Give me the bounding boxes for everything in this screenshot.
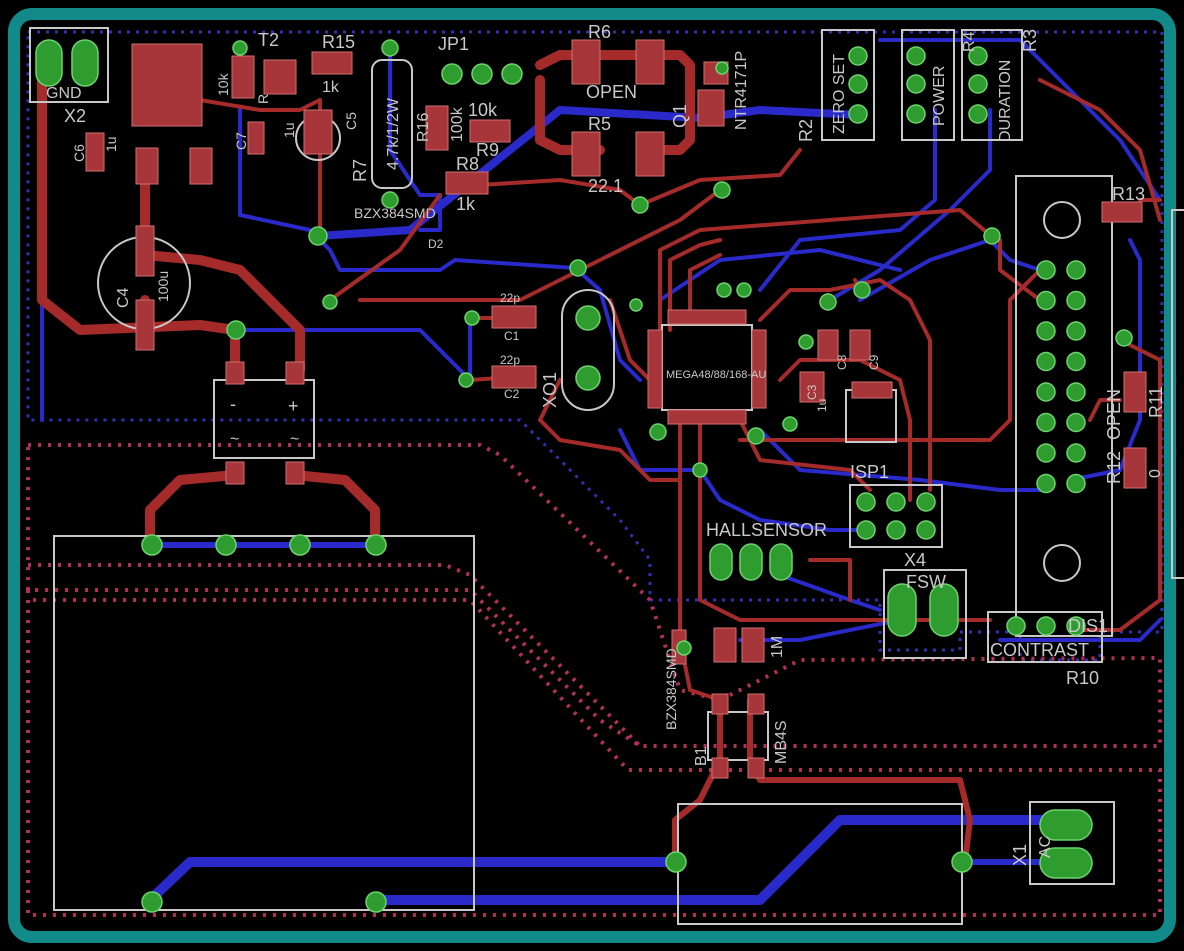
label-x1: X1 xyxy=(1010,844,1030,866)
label-c7: C7 xyxy=(233,132,249,150)
label-c8: C8 xyxy=(835,354,849,370)
label-r9-val: 10k xyxy=(468,100,498,120)
label-hallsensor: HALLSENSOR xyxy=(706,520,827,540)
label-r6-val: OPEN xyxy=(586,82,637,102)
label-tilde2: ~ xyxy=(290,431,299,448)
label-gnd: GND xyxy=(46,85,82,102)
bottom-pour-outline xyxy=(26,30,1164,662)
label-c6-val: 1u xyxy=(103,136,119,152)
label-bzx1: BZX384SMD xyxy=(354,205,436,221)
label-r8: R8 xyxy=(456,154,479,174)
label-c1-val: 22p xyxy=(500,291,520,305)
label-r5: R5 xyxy=(588,114,611,134)
label-r15: R15 xyxy=(322,32,355,52)
label-c2: C2 xyxy=(504,387,520,401)
label-mb4s: MB4S xyxy=(773,720,790,764)
header-pin xyxy=(1066,321,1086,341)
label-ic: MEGA48/88/168-AU xyxy=(666,369,766,381)
label-c7-val: 1u xyxy=(281,122,297,138)
label-c9: C9 xyxy=(867,354,881,370)
label-ntr: NTR4171P xyxy=(733,51,750,130)
label-x2: X2 xyxy=(64,106,86,126)
connector-header xyxy=(1036,260,1086,494)
label-r16: R16 xyxy=(415,113,432,142)
label-r16-val: 100k xyxy=(449,106,466,142)
silk-labels: GND X2 T2 R15 1k JP1 R6 OPEN NTR4171P Q1… xyxy=(46,22,1166,866)
label-c6: C6 xyxy=(71,144,87,162)
header-pin xyxy=(1066,351,1086,372)
label-r7: R7 xyxy=(350,159,370,182)
label-c3: C3 xyxy=(805,384,819,400)
header-pin xyxy=(1066,412,1086,433)
label-ac: AC xyxy=(1037,836,1054,858)
label-r12-val: OPEN xyxy=(1104,389,1124,440)
label-r13: R13 xyxy=(1112,184,1145,204)
label-r12: R12 xyxy=(1104,451,1124,484)
label-c4-val: 100u xyxy=(155,271,171,302)
header-pin xyxy=(1036,412,1056,433)
header-pin xyxy=(1036,260,1056,280)
header-pin xyxy=(1036,351,1056,372)
label-r3: R3 xyxy=(1020,29,1040,52)
label-r6: R6 xyxy=(588,22,611,42)
label-duration: DURATION xyxy=(997,60,1014,142)
label-1m: 1M xyxy=(769,636,786,658)
label-r10: R10 xyxy=(1066,668,1099,688)
header-pin xyxy=(1036,321,1056,341)
header-pin xyxy=(1066,473,1086,494)
label-plus: + xyxy=(288,396,299,416)
label-minus: - xyxy=(230,394,236,414)
label-r11: R11 xyxy=(1146,386,1166,418)
header-pin xyxy=(1066,382,1086,402)
label-c5: C5 xyxy=(343,112,359,130)
label-r9: R9 xyxy=(476,140,499,160)
label-power: POWER xyxy=(931,66,948,126)
pads xyxy=(85,39,1147,779)
header-pin xyxy=(1036,382,1056,402)
label-r1-10k: 10k xyxy=(215,72,231,96)
label-r2: R2 xyxy=(796,119,816,142)
label-b1: B1 xyxy=(693,746,710,766)
header-pin xyxy=(1066,443,1086,463)
header-pin xyxy=(1066,260,1086,280)
label-contrast: CONTRAST xyxy=(990,640,1089,660)
vias xyxy=(35,39,1133,913)
label-isp1: ISP1 xyxy=(850,462,889,482)
label-xo1: XO1 xyxy=(540,372,560,408)
top-pour-outline xyxy=(26,443,1162,917)
label-fsw: FSW xyxy=(906,572,946,592)
header-pin xyxy=(1036,290,1056,311)
label-c1: C1 xyxy=(504,329,520,343)
label-d2: D2 xyxy=(428,237,444,251)
label-r15-val: 1k xyxy=(322,79,340,96)
label-x4: X4 xyxy=(904,550,926,570)
label-jp1: JP1 xyxy=(438,34,469,54)
label-dis1: DIS1 xyxy=(1068,616,1108,636)
label-r7-val: 4.7k/1/2W xyxy=(385,97,402,170)
label-zero-set: ZERO SET xyxy=(831,54,848,134)
label-r8-val: 1k xyxy=(456,194,476,214)
header-pin xyxy=(1036,473,1056,494)
label-bzx2: BZX384SMD xyxy=(663,648,679,730)
header-pin xyxy=(1036,443,1056,463)
label-c2-val: 22p xyxy=(500,353,520,367)
label-q1: Q1 xyxy=(670,104,690,128)
label-t2: T2 xyxy=(258,30,279,50)
label-r4: R4 xyxy=(961,31,978,52)
label-c8-val: 1u xyxy=(815,399,829,412)
header-pin xyxy=(1066,290,1086,311)
label-tilde1: ~ xyxy=(230,431,239,448)
board-outline xyxy=(8,8,1176,943)
label-r: R xyxy=(255,94,271,104)
label-r5-val: 22.1 xyxy=(588,176,623,196)
label-c4: C4 xyxy=(115,287,132,308)
label-zero: 0 xyxy=(1147,469,1164,478)
